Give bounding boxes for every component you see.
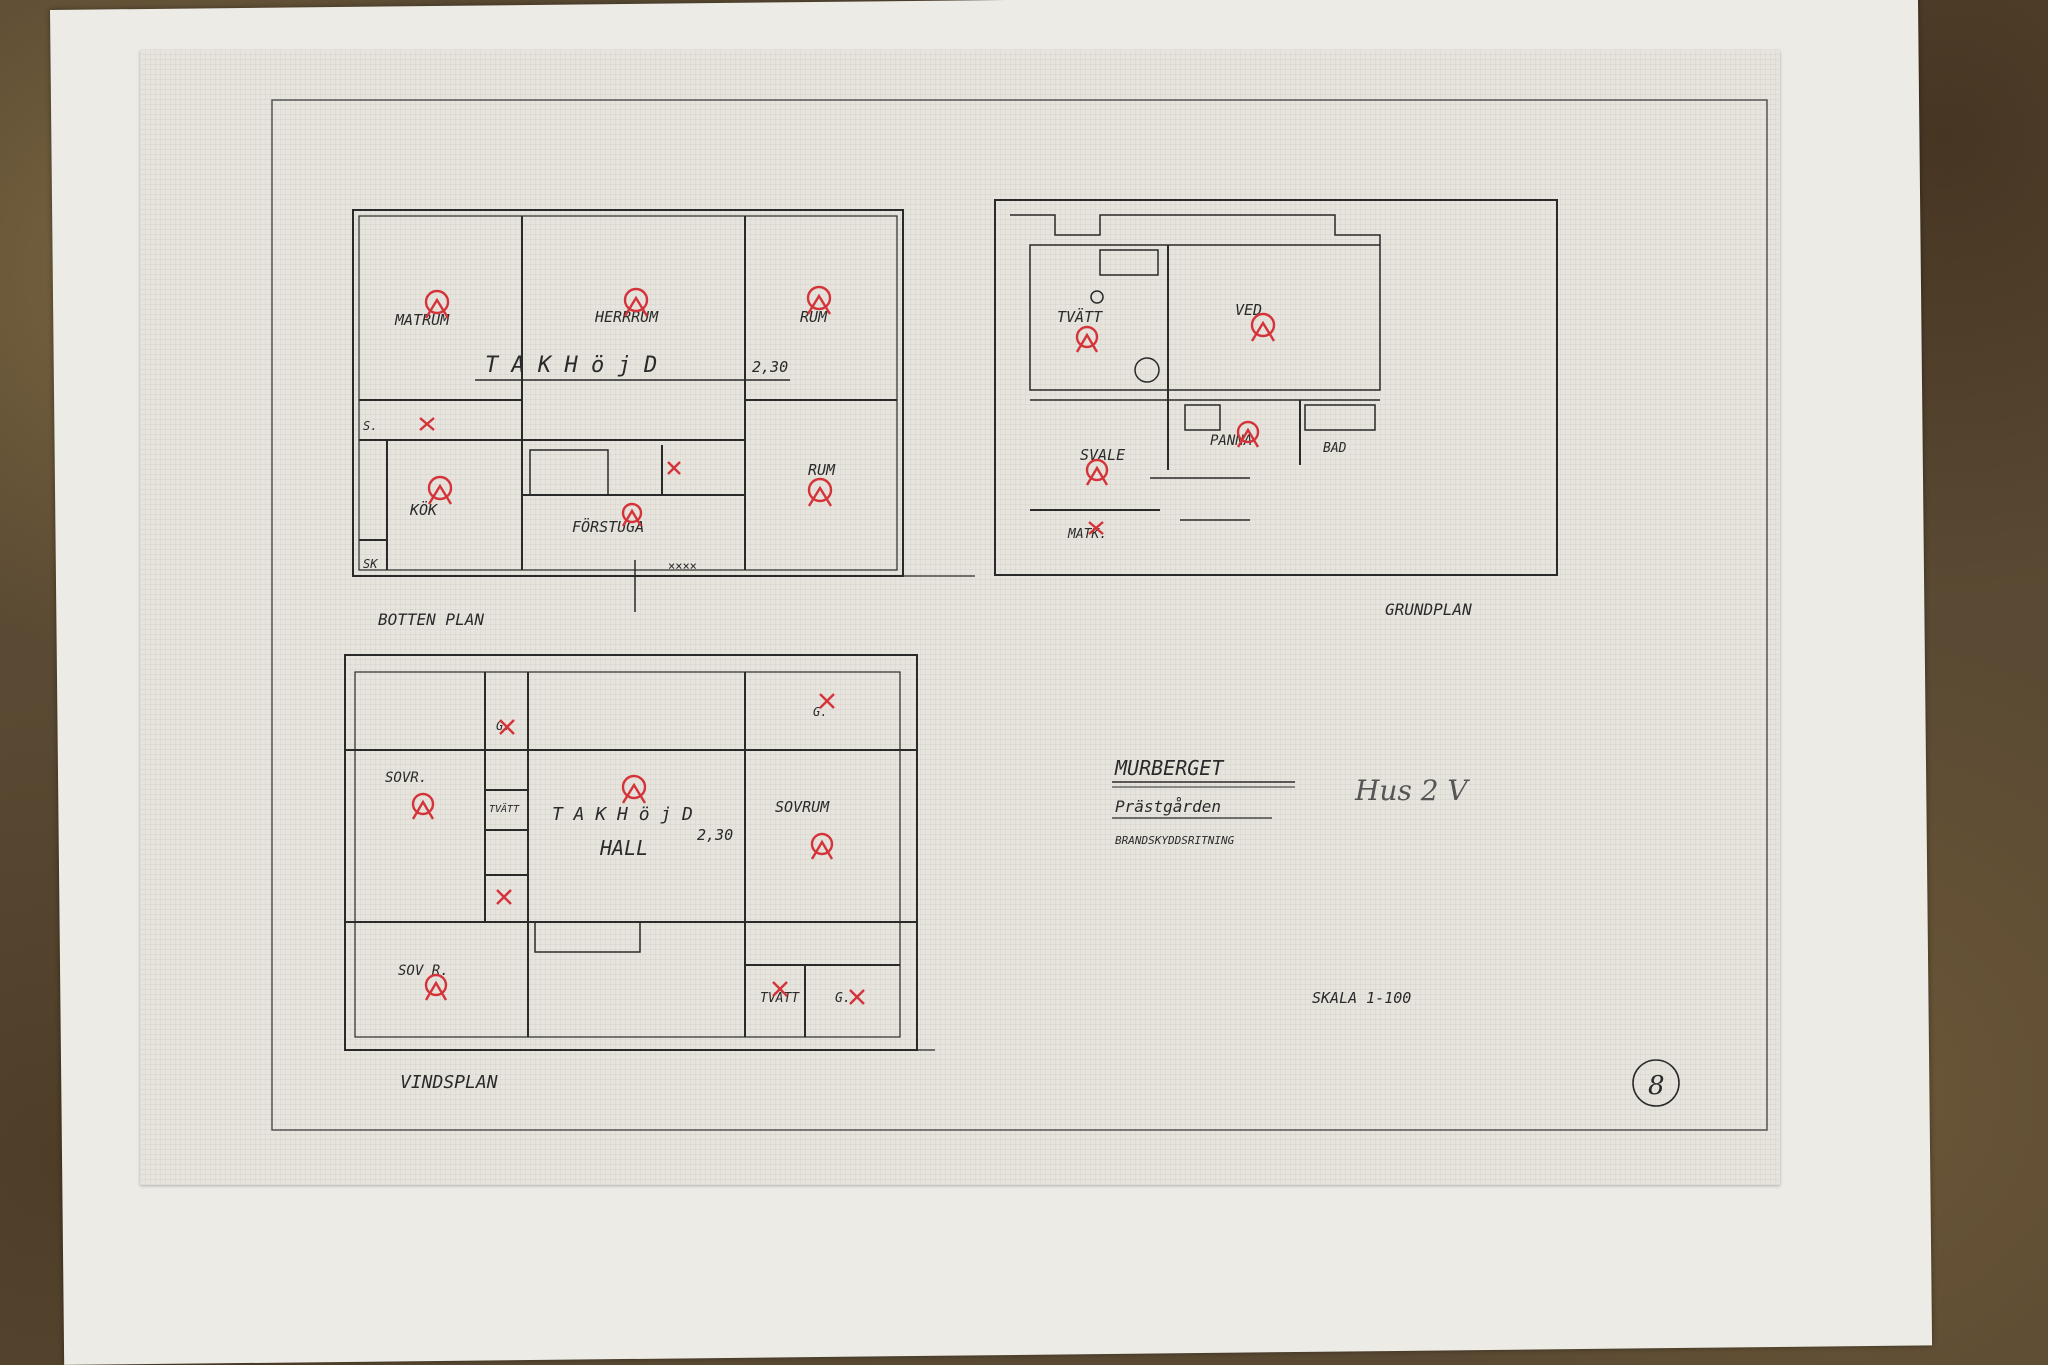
marker-icon — [621, 774, 647, 804]
attic-plan — [344, 654, 935, 1051]
room-label-kok: KÖK — [409, 500, 438, 519]
ground-plan — [994, 199, 1558, 576]
room-label-tvatt: TVÄTT — [1057, 307, 1103, 326]
attic-ceiling-value: 2,30 — [697, 826, 733, 844]
marker-icon — [424, 973, 448, 1001]
room-label-g-3: G. — [835, 991, 851, 1006]
room-label-s: S. — [363, 419, 377, 433]
ceiling-height-value: 2,30 — [752, 358, 788, 376]
x-marker-icon — [496, 889, 512, 905]
ground-plan-outline — [994, 199, 1558, 576]
x-marker-icon — [667, 461, 681, 475]
marker-icon — [1075, 325, 1099, 353]
room-label-bad: BAD — [1323, 441, 1347, 456]
room-label-herrrum: HERRRUM — [594, 308, 659, 326]
marker-icon — [810, 832, 834, 860]
title-subtitle: Prästgården — [1115, 797, 1221, 816]
ground-plan-title: GRUNDPLAN — [1385, 600, 1472, 619]
room-label-rum-1: RUM — [800, 308, 828, 326]
bottom-plan-outline — [352, 209, 904, 577]
title-block: MURBERGET Prästgården BRANDSKYDDSRITNING… — [1112, 756, 1680, 1107]
room-label-ved: VED — [1235, 301, 1262, 319]
x-marker-icon — [1088, 521, 1104, 535]
scale-label: SKALA 1-100 — [1312, 989, 1411, 1007]
marker-icon — [1250, 312, 1276, 342]
title-name: MURBERGET — [1114, 756, 1225, 780]
room-label-hall: HALL — [599, 836, 648, 860]
room-label-tvatt-attic: TVÄTT — [760, 990, 800, 1006]
room-label-panna: PANNA — [1210, 433, 1252, 449]
room-label-g-2: G. — [813, 705, 827, 719]
marker-icon — [1085, 458, 1109, 486]
x-marker-icon — [819, 693, 835, 709]
attic-plan-title: VINDSPLAN — [400, 1072, 498, 1093]
room-label-rum-2: RUM — [808, 461, 836, 479]
ceiling-height-label: T A K H ö j D — [485, 353, 657, 378]
room-label-sk: SK — [363, 557, 378, 571]
marker-icon — [427, 475, 453, 505]
page-number: 8 — [1648, 1071, 1665, 1101]
x-marker-icon — [499, 719, 515, 735]
bottom-plan — [352, 209, 975, 612]
x-marker-icon — [419, 417, 435, 431]
marker-icon — [1236, 420, 1260, 448]
room-label-sovr-1: SOVR. — [385, 770, 427, 786]
drawing-border — [271, 99, 1768, 1131]
bottom-plan-title: BOTTEN PLAN — [378, 610, 484, 629]
room-label-tvatt-small: TVÄTT — [489, 802, 520, 815]
marker-icon — [807, 477, 833, 507]
room-label-sovrum: SOVRUM — [775, 798, 830, 816]
marker-icon — [806, 285, 832, 315]
marker-icon — [621, 502, 643, 527]
page-number-circle — [1632, 1059, 1680, 1107]
window-marks: ×××× — [668, 559, 697, 573]
room-label-matrum: MATRUM — [394, 311, 450, 329]
room-label-forstuga: FÖRSTUGA — [572, 517, 644, 536]
title-type: BRANDSKYDDSRITNING — [1115, 834, 1235, 847]
x-marker-icon — [772, 981, 788, 997]
marker-icon — [623, 287, 649, 317]
x-marker-icon — [849, 989, 865, 1005]
red-markers — [411, 285, 1276, 1005]
room-label-matk: MATK. — [1067, 527, 1107, 542]
attic-plan-outline — [344, 654, 918, 1051]
room-label-svale: SVALE — [1080, 446, 1125, 464]
drawing-sheet — [140, 50, 1780, 1185]
attic-ceiling-label: T A K H ö j D — [552, 804, 693, 825]
marker-icon — [424, 289, 450, 319]
marker-icon — [411, 792, 435, 820]
handwritten-note: Hus 2 V — [1354, 774, 1470, 807]
room-label-g-1: G. — [496, 719, 510, 733]
